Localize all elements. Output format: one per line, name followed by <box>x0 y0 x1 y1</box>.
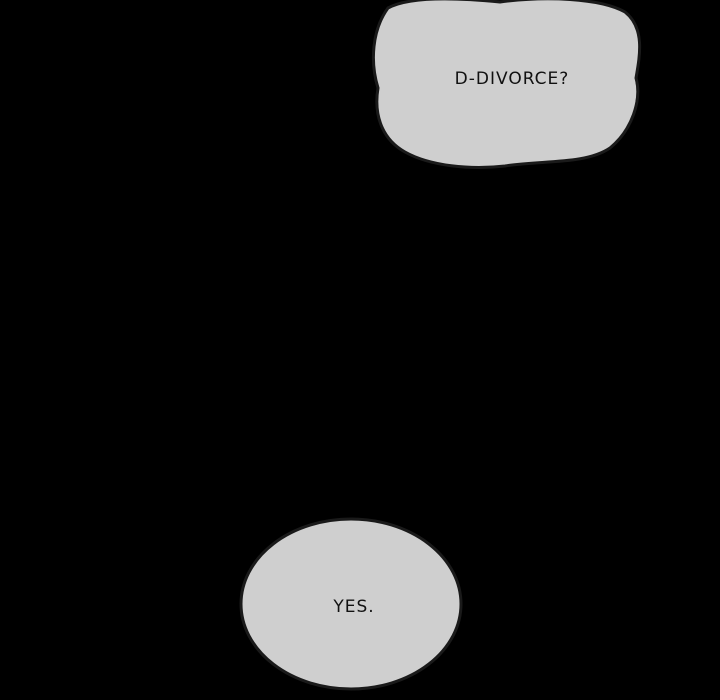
speech-bubble-2-text: YES. <box>333 597 375 617</box>
speech-bubble-1-shape <box>371 0 642 169</box>
speech-bubble-2-shape <box>239 517 463 691</box>
speech-bubble-1-text: D-DIVORCE? <box>454 69 570 89</box>
